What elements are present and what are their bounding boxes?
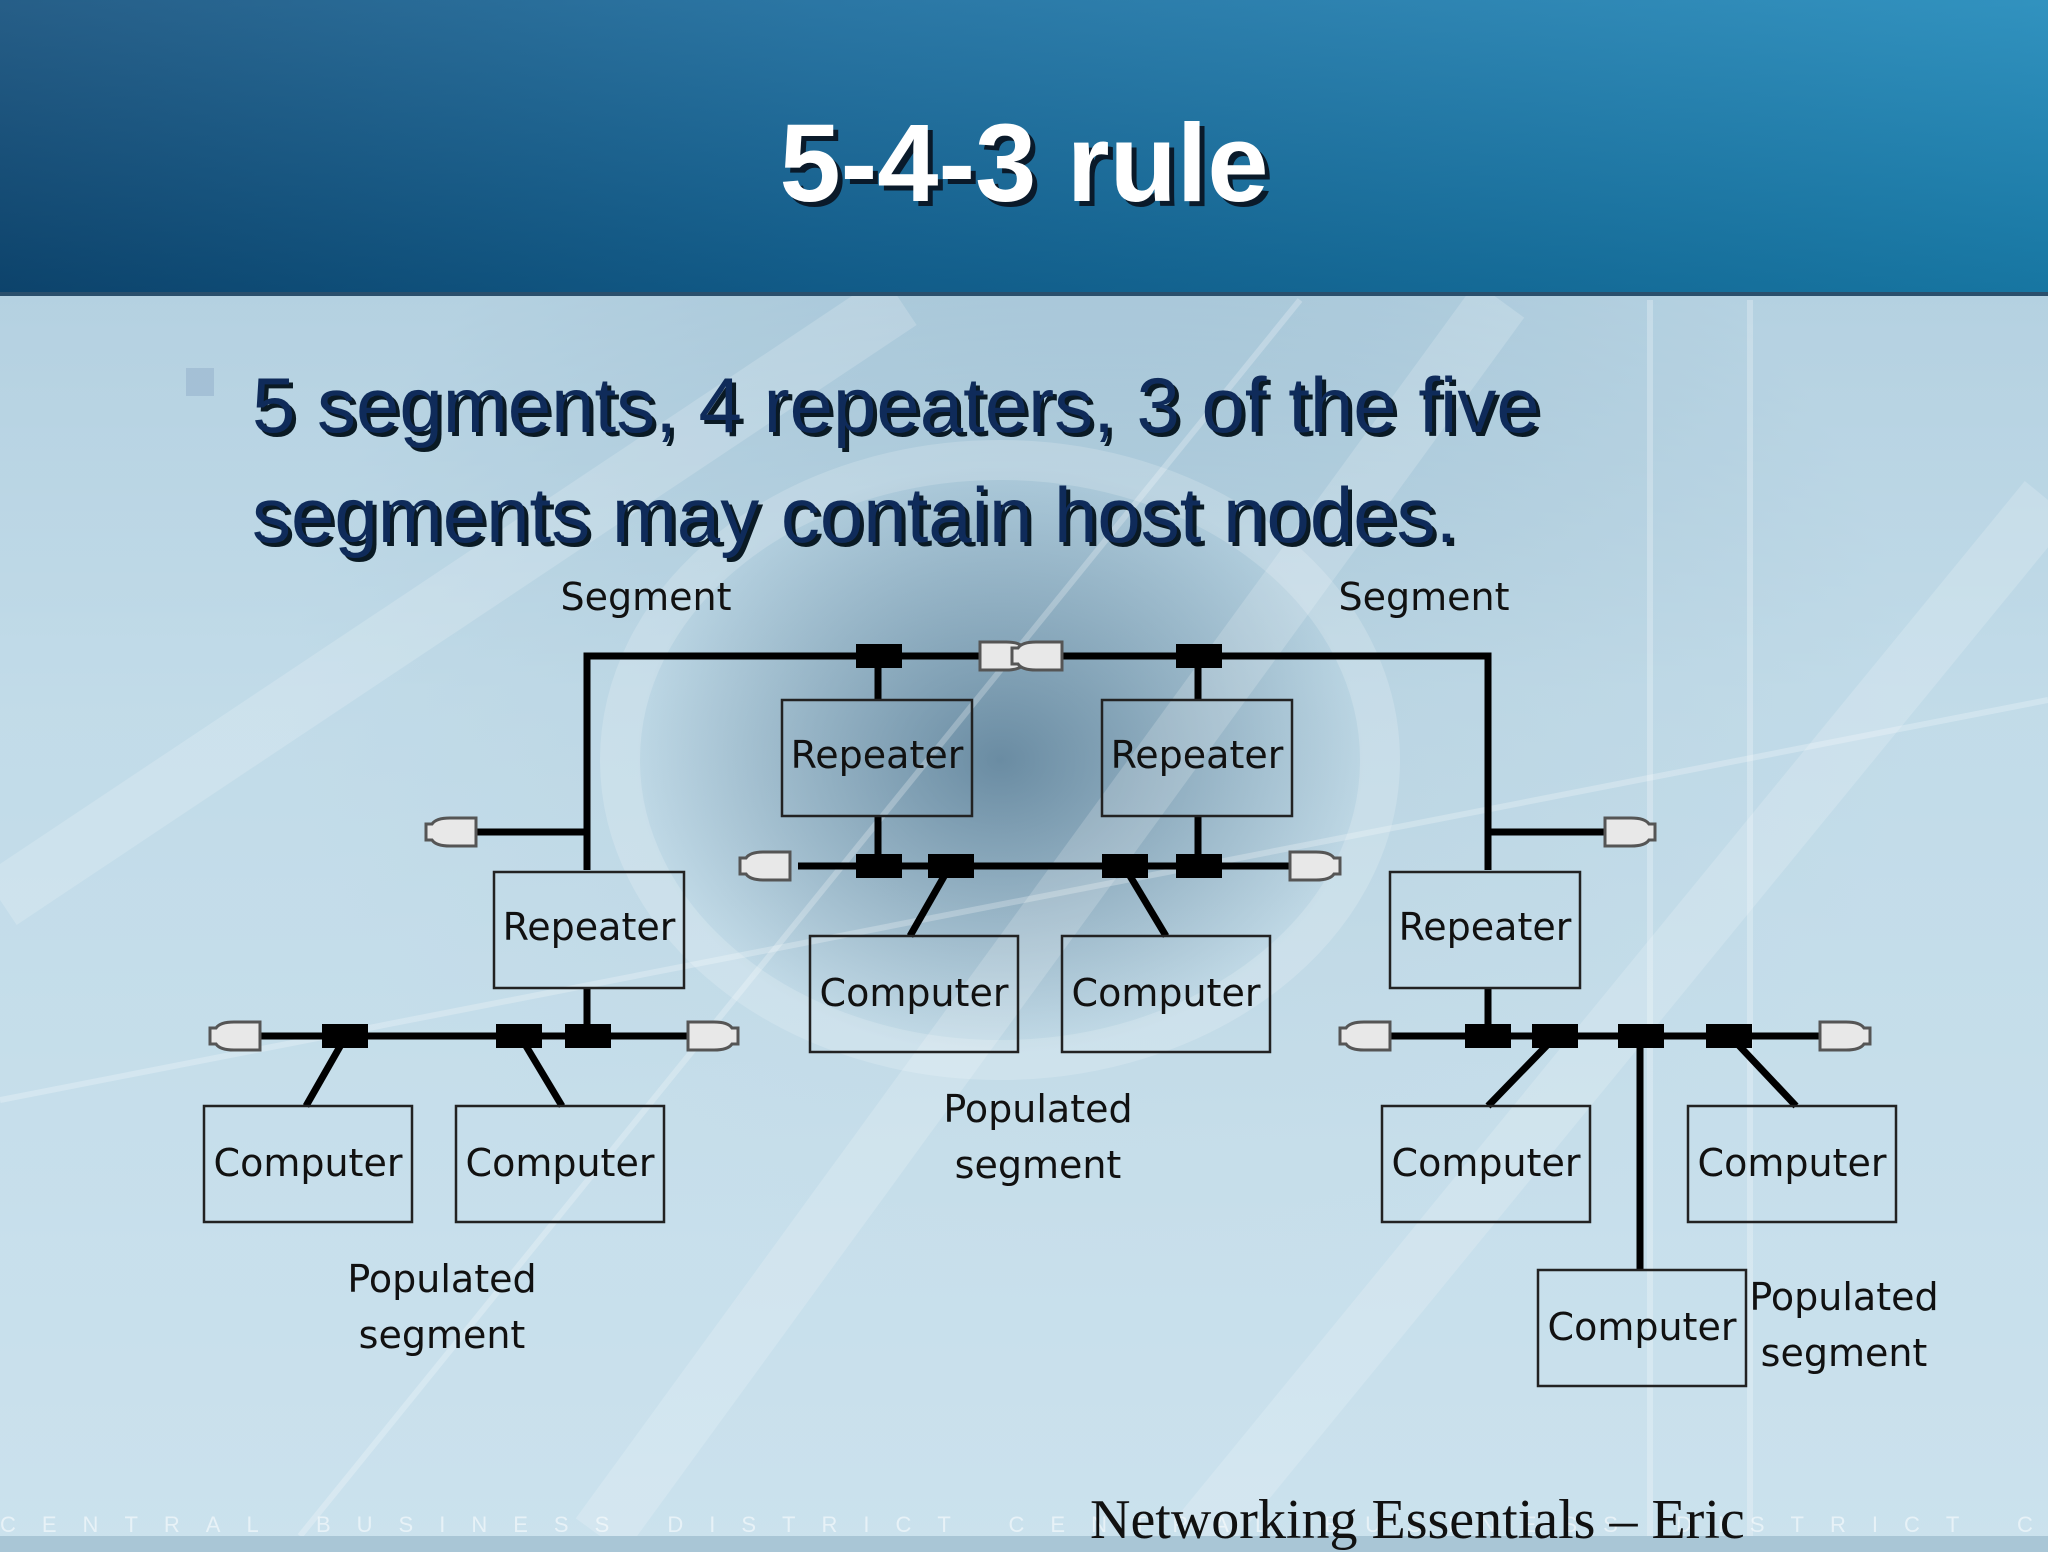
computer-label: Computer	[214, 1141, 403, 1185]
bullet-text: 5 segments, 4 repeaters, 3 of the five s…	[252, 361, 1540, 559]
computer-box	[1686, 1104, 1898, 1224]
background-ticker-text: CENTRAL BUSINESS DISTRICT CENTRAL BUSINE…	[0, 1512, 2048, 1537]
populated-segment-label: segment	[359, 1313, 526, 1357]
computer-box	[454, 1104, 666, 1224]
computer-box	[1536, 1268, 1748, 1388]
bullet-square-icon	[186, 368, 214, 396]
repeater-box	[1100, 698, 1294, 818]
repeater-box	[780, 698, 974, 818]
computer-label: Computer	[1392, 1141, 1581, 1185]
segment-line	[583, 652, 980, 870]
repeater-box	[492, 870, 686, 990]
populated-segment-label: Populated	[1749, 1275, 1938, 1319]
computer-box	[1380, 1104, 1592, 1224]
computer-box	[808, 934, 1020, 1054]
repeater-label: Repeater	[1399, 905, 1572, 949]
repeater-label: Repeater	[1111, 733, 1284, 777]
computer-label: Computer	[1072, 971, 1261, 1015]
slide-footer: Networking Essentials – Eric	[1090, 1489, 1745, 1551]
title-band	[0, 0, 2048, 296]
slide-title: 5-4-3 rule	[779, 102, 1269, 225]
computer-label: Computer	[820, 971, 1009, 1015]
repeater-label: Repeater	[503, 905, 676, 949]
segment-label: Segment	[561, 575, 732, 619]
repeater-label: Repeater	[791, 733, 964, 777]
computer-box	[202, 1104, 414, 1224]
computer-label: Computer	[466, 1141, 655, 1185]
populated-segment-label: Populated	[347, 1257, 536, 1301]
computer-label: Computer	[1698, 1141, 1887, 1185]
populated-segment-label: Populated	[943, 1087, 1132, 1131]
computer-label: Computer	[1548, 1305, 1737, 1349]
populated-segment-label: segment	[955, 1143, 1122, 1187]
segment-label: Segment	[1339, 575, 1510, 619]
terminator-icon	[208, 640, 1872, 1052]
repeater-box	[1388, 870, 1582, 990]
populated-segment-label: segment	[1761, 1331, 1928, 1375]
computer-box	[1060, 934, 1272, 1054]
